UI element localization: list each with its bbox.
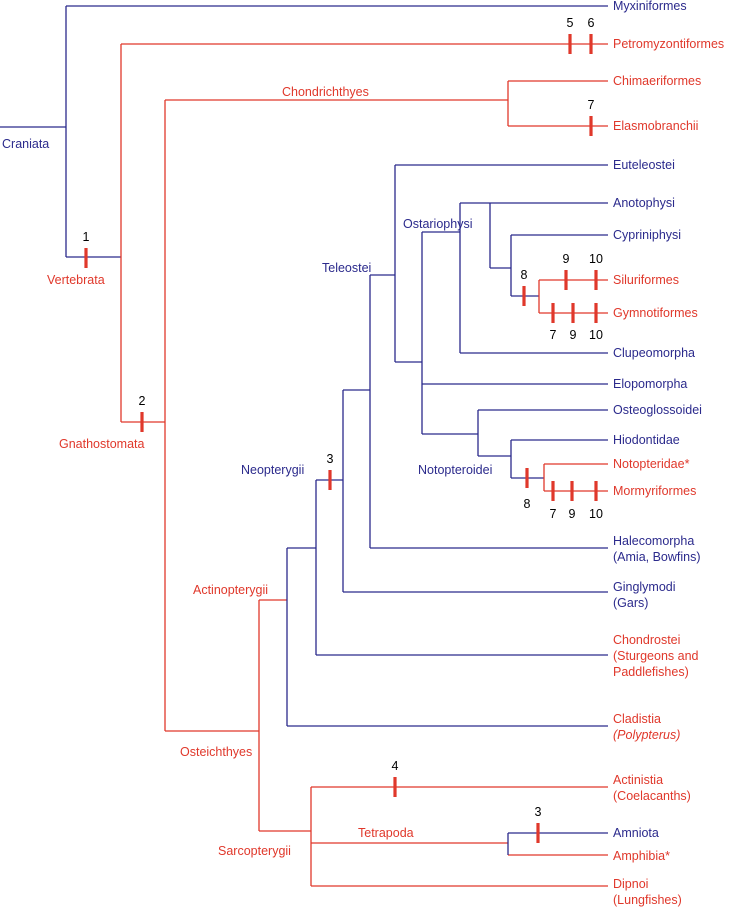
marker-number-9b: 9 — [570, 328, 577, 342]
label-teleostei: Teleostei — [322, 261, 371, 275]
marker-number-7b: 7 — [550, 328, 557, 342]
marker-number-4: 4 — [392, 759, 399, 773]
label-halecomorpha: Halecomorpha — [613, 534, 694, 548]
label-amniota: Amniota — [613, 826, 659, 840]
marker-number-2: 2 — [139, 394, 146, 408]
label-cladistia: Cladistia — [613, 712, 661, 726]
label-euteleostei: Euteleostei — [613, 158, 675, 172]
label-ostariophysi: Ostariophysi — [403, 217, 472, 231]
marker-number-3a: 3 — [327, 452, 334, 466]
label-anotophysi: Anotophysi — [613, 196, 675, 210]
label-cladistia-genus: (Polypterus) — [613, 728, 680, 742]
label-chondrostei-common-2: Paddlefishes) — [613, 665, 689, 679]
label-chondrostei-common-1: (Sturgeons and — [613, 649, 699, 663]
label-neopterygii: Neopterygii — [241, 463, 304, 477]
marker-number-10c: 10 — [589, 507, 603, 521]
marker-number-10a: 10 — [589, 252, 603, 266]
label-dipnoi: Dipnoi — [613, 877, 648, 891]
marker-number-8b: 8 — [524, 497, 531, 511]
label-cypriniphysi: Cypriniphysi — [613, 228, 681, 242]
label-ginglymodi-common: (Gars) — [613, 596, 648, 610]
label-hiodontidae: Hiodontidae — [613, 433, 680, 447]
label-sarcopterygii: Sarcopterygii — [218, 844, 291, 858]
label-ginglymodi: Ginglymodi — [613, 580, 676, 594]
marker-number-3b: 3 — [535, 805, 542, 819]
label-dipnoi-common: (Lungfishes) — [613, 893, 682, 907]
label-craniata: Craniata — [2, 137, 49, 151]
label-chondrichthyes: Chondrichthyes — [282, 85, 369, 99]
label-halecomorpha-common: (Amia, Bowfins) — [613, 550, 701, 564]
label-mormyriformes: Mormyriformes — [613, 484, 696, 498]
label-notopteroidei: Notopteroidei — [418, 463, 492, 477]
label-chondrostei: Chondrostei — [613, 633, 680, 647]
label-actinistia-common: (Coelacanths) — [613, 789, 691, 803]
label-clupeomorpha: Clupeomorpha — [613, 346, 695, 360]
marker-numbers: 1 2 3 3 4 5 6 7 8 9 10 7 9 10 8 7 9 10 — [83, 16, 603, 819]
marker-number-9a: 9 — [563, 252, 570, 266]
marker-number-1: 1 — [83, 230, 90, 244]
label-gnathostomata: Gnathostomata — [59, 437, 145, 451]
marker-number-8a: 8 — [521, 268, 528, 282]
marker-number-7a: 7 — [588, 98, 595, 112]
label-gymnotiformes: Gymnotiformes — [613, 306, 698, 320]
marker-number-9c: 9 — [569, 507, 576, 521]
marker-number-10b: 10 — [589, 328, 603, 342]
label-siluriformes: Siluriformes — [613, 273, 679, 287]
marker-number-5: 5 — [567, 16, 574, 30]
label-notopteridae: Notopteridae* — [613, 457, 690, 471]
marker-number-7c: 7 — [550, 507, 557, 521]
label-petromyzontiformes: Petromyzontiformes — [613, 37, 724, 51]
label-vertebrata: Vertebrata — [47, 273, 105, 287]
character-markers — [84, 34, 598, 843]
label-elasmobranchii: Elasmobranchii — [613, 119, 698, 133]
label-myxiniformes: Myxiniformes — [613, 0, 687, 13]
taxon-labels: Myxiniformes Petromyzontiformes Chimaeri… — [613, 0, 724, 907]
clade-labels: Craniata Vertebrata Gnathostomata Chondr… — [2, 85, 492, 858]
marker-number-6: 6 — [588, 16, 595, 30]
label-tetrapoda: Tetrapoda — [358, 826, 414, 840]
label-osteoglossoidei: Osteoglossoidei — [613, 403, 702, 417]
label-actinopterygii: Actinopterygii — [193, 583, 268, 597]
label-elopomorpha: Elopomorpha — [613, 377, 687, 391]
label-osteichthyes: Osteichthyes — [180, 745, 252, 759]
tree-branches — [0, 5, 608, 887]
label-amphibia: Amphibia* — [613, 849, 670, 863]
label-actinistia: Actinistia — [613, 773, 663, 787]
label-chimaeriformes: Chimaeriformes — [613, 74, 701, 88]
